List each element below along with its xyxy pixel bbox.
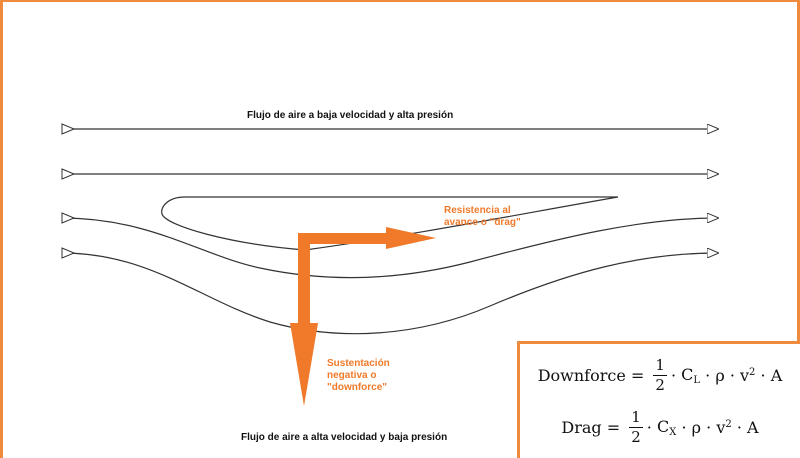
downforce-formula-equals: =	[630, 366, 645, 385]
dot-operator: ·	[646, 418, 652, 437]
lift-coefficient: CL	[681, 365, 701, 386]
force-arrows	[290, 227, 436, 406]
downforce-arrow-shaft	[298, 233, 310, 325]
bottom-flow-label: Flujo de aire a alta velocidad y baja pr…	[241, 432, 448, 443]
dot-operator: ·	[736, 418, 742, 437]
flow-line-1	[61, 123, 718, 135]
fraction-numerator: 1	[653, 356, 667, 376]
wing-profile	[161, 196, 619, 251]
fraction-numerator: 1	[629, 408, 643, 428]
downforce-formula: Downforce = 1 2 · CL · ρ · v2 · A	[520, 358, 800, 393]
velocity-squared: v2	[740, 366, 756, 385]
drag-formula: Drag = 1 2 · CX · ρ · v2 · A	[520, 410, 800, 445]
flow-line-4	[61, 247, 718, 335]
drag-arrowhead	[386, 227, 436, 249]
fraction-denominator: 2	[655, 376, 665, 394]
fraction-denominator: 2	[631, 428, 641, 446]
drag-formula-fraction: 1 2	[629, 410, 643, 445]
downforce-formula-lhs: Downforce	[537, 366, 626, 385]
flow-line-3	[61, 212, 718, 279]
drag-formula-equals: =	[606, 418, 621, 437]
dot-operator: ·	[760, 366, 766, 385]
area-symbol: A	[747, 418, 759, 437]
drag-coefficient: CX	[656, 417, 677, 438]
downforce-label: Sustentación negativa o "downforce"	[327, 358, 390, 393]
velocity-squared: v2	[716, 418, 732, 437]
dot-operator: ·	[681, 418, 687, 437]
drag-arrow-shaft	[298, 233, 388, 244]
air-density-symbol: ρ	[715, 366, 725, 385]
drag-formula-lhs: Drag	[561, 418, 602, 437]
top-flow-label: Flujo de aire a baja velocidad y alta pr…	[247, 110, 454, 121]
downforce-arrowhead	[290, 323, 318, 406]
dot-operator: ·	[705, 366, 711, 385]
air-density-symbol: ρ	[691, 418, 702, 437]
dot-operator: ·	[706, 418, 712, 437]
dot-operator: ·	[670, 366, 677, 385]
drag-label: Resistencia al avance o "drag"	[444, 205, 521, 228]
area-symbol: A	[770, 366, 783, 385]
dot-operator: ·	[729, 366, 735, 385]
formula-box: Downforce = 1 2 · CL · ρ · v2 · A Drag =…	[517, 341, 800, 458]
flow-line-2	[61, 168, 718, 180]
downforce-formula-fraction: 1 2	[653, 358, 667, 393]
